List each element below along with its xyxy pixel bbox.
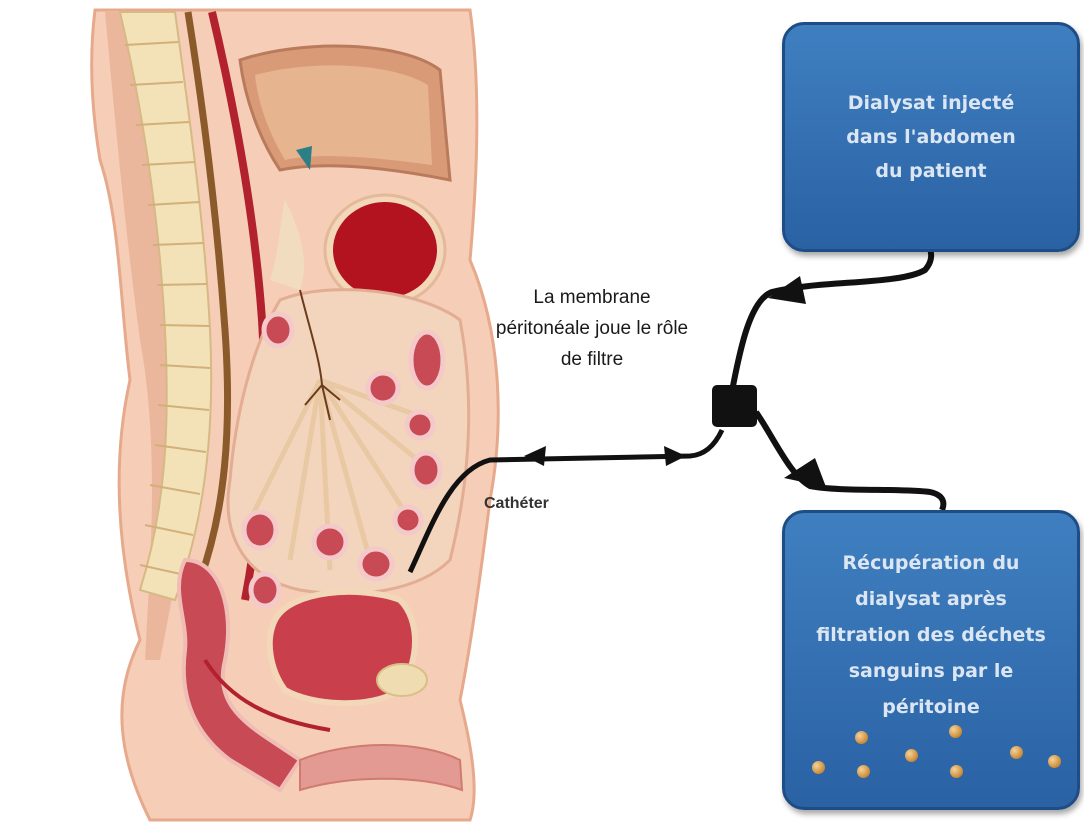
catheter-label: Cathéter	[484, 495, 549, 513]
dialysate-injection-text: Dialysat injecté dans l'abdomen du patie…	[831, 86, 1031, 188]
particle-dot	[1010, 746, 1023, 759]
liver-inner	[255, 65, 432, 165]
particle-dot	[905, 749, 918, 762]
inflow-line	[733, 248, 931, 386]
connector-block	[712, 385, 757, 427]
particle-dot	[855, 731, 868, 744]
dialysate-injection-box: Dialysat injecté dans l'abdomen du patie…	[782, 22, 1080, 252]
particle-dot	[812, 761, 825, 774]
particle-dot	[949, 725, 962, 738]
particle-dot	[857, 765, 870, 778]
membrane-label: La membrane péritonéale joue le rôle de …	[492, 282, 692, 375]
outflow-line	[756, 412, 943, 510]
particle-dot	[950, 765, 963, 778]
pubic-bone	[377, 664, 427, 696]
dialysate-recovery-box: Récupération du dialysat après filtratio…	[782, 510, 1080, 810]
stomach-red	[333, 202, 437, 298]
dialysate-recovery-text: Récupération du dialysat après filtratio…	[811, 545, 1051, 725]
particle-dot	[1048, 755, 1061, 768]
catheter-arrow-left	[524, 446, 546, 466]
catheter-arrow-right	[664, 446, 686, 466]
